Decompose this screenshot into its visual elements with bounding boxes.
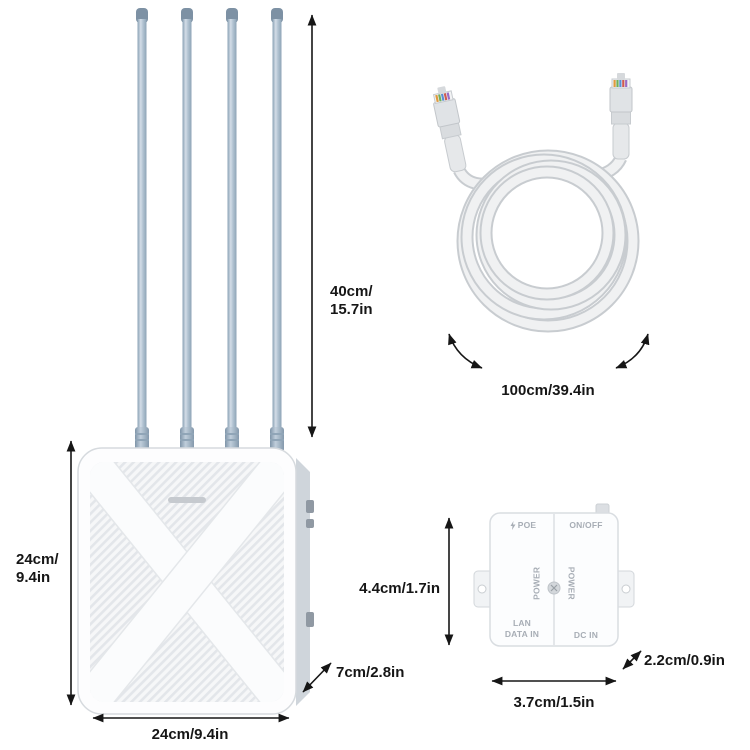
injector-lan-label: LAN DATA IN	[504, 618, 540, 639]
cable-length-arrow-left	[448, 333, 483, 369]
antenna-group	[135, 8, 284, 452]
device-side-port-1	[306, 500, 314, 513]
cable-length-arrow-right	[615, 333, 650, 369]
injector-poe-label-group: POE	[494, 520, 552, 531]
injector-mount-hole-right	[621, 584, 631, 594]
injector-mount-hole-left	[477, 584, 487, 594]
access-point-device	[77, 447, 314, 715]
dimension-arrows	[66, 14, 650, 723]
injector-onoff-label: ON/OFF	[569, 520, 603, 530]
rj45-connector-right	[609, 72, 633, 160]
rj45-connector-left	[429, 84, 471, 174]
device-texture	[90, 462, 284, 702]
device-depth-arrow	[302, 662, 332, 693]
cable-length-label: 100cm/39.4in	[501, 382, 595, 399]
injector-depth-arrow	[622, 650, 642, 670]
device-depth-label: 7cm/2.8in	[336, 664, 405, 681]
antenna-4	[270, 8, 284, 452]
antenna-height-label: 40cm/ 15.7in	[330, 283, 373, 318]
device-width-label: 24cm/9.4in	[151, 726, 229, 743]
device-side-panel	[296, 458, 310, 706]
device-side-port-3	[306, 612, 314, 627]
injector-height-label: 4.4cm/1.7in	[359, 580, 440, 597]
antenna-3	[225, 8, 239, 452]
injector-power-label-right: POWER	[566, 566, 577, 600]
antenna-2	[180, 8, 194, 452]
injector-poe-label: POE	[517, 520, 537, 530]
injector-dc-label: DC IN	[573, 630, 599, 640]
device-height-label: 24cm/ 9.4in	[16, 551, 59, 586]
ethernet-cable	[429, 72, 640, 333]
antenna-1	[135, 8, 149, 452]
device-logo	[168, 497, 206, 503]
injector-width-label: 3.7cm/1.5in	[513, 694, 595, 711]
poe-injector	[473, 503, 635, 647]
power-bolt-icon	[510, 520, 516, 530]
injector-depth-label: 2.2cm/0.9in	[644, 652, 725, 669]
device-side-port-2	[306, 519, 314, 528]
injector-power-label-left: POWER	[531, 566, 542, 600]
